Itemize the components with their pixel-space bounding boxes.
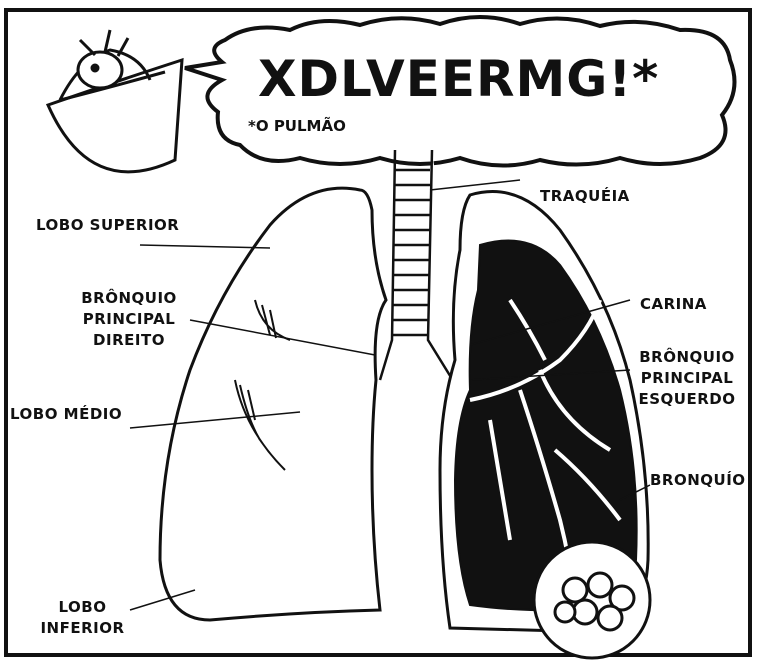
label-lobo-superior: LOBO SUPERIOR [36,215,179,236]
label-bronquio: BRONQUÍO [650,470,746,491]
label-line: INFERIOR [30,618,135,639]
label-line: BRÔNQUIO [64,288,194,309]
label-line: BRÔNQUIO [628,347,746,368]
right-lung [160,188,386,620]
alveoli-magnifier [534,542,650,658]
label-line: DIREITO [64,330,194,351]
label-lobo-inferior: LOBO INFERIOR [30,597,135,639]
cartoon-character [48,30,182,172]
label-line: PRINCIPAL [64,309,194,330]
label-bronquio-direito: BRÔNQUIO PRINCIPAL DIREITO [64,288,194,351]
label-bronquio-esquerdo: BRÔNQUIO PRINCIPAL ESQUERDO [628,347,746,410]
exclamation-text: XDLVEERMG!* [258,50,659,108]
label-carina: CARINA [640,294,707,315]
label-line: PRINCIPAL [628,368,746,389]
label-traqueia: TRAQUÉIA [540,186,630,207]
footnote-text: *O PULMÃO [248,117,346,135]
label-line: ESQUERDO [628,389,746,410]
label-line: LOBO [30,597,135,618]
label-lobo-medio: LOBO MÉDIO [10,404,122,425]
